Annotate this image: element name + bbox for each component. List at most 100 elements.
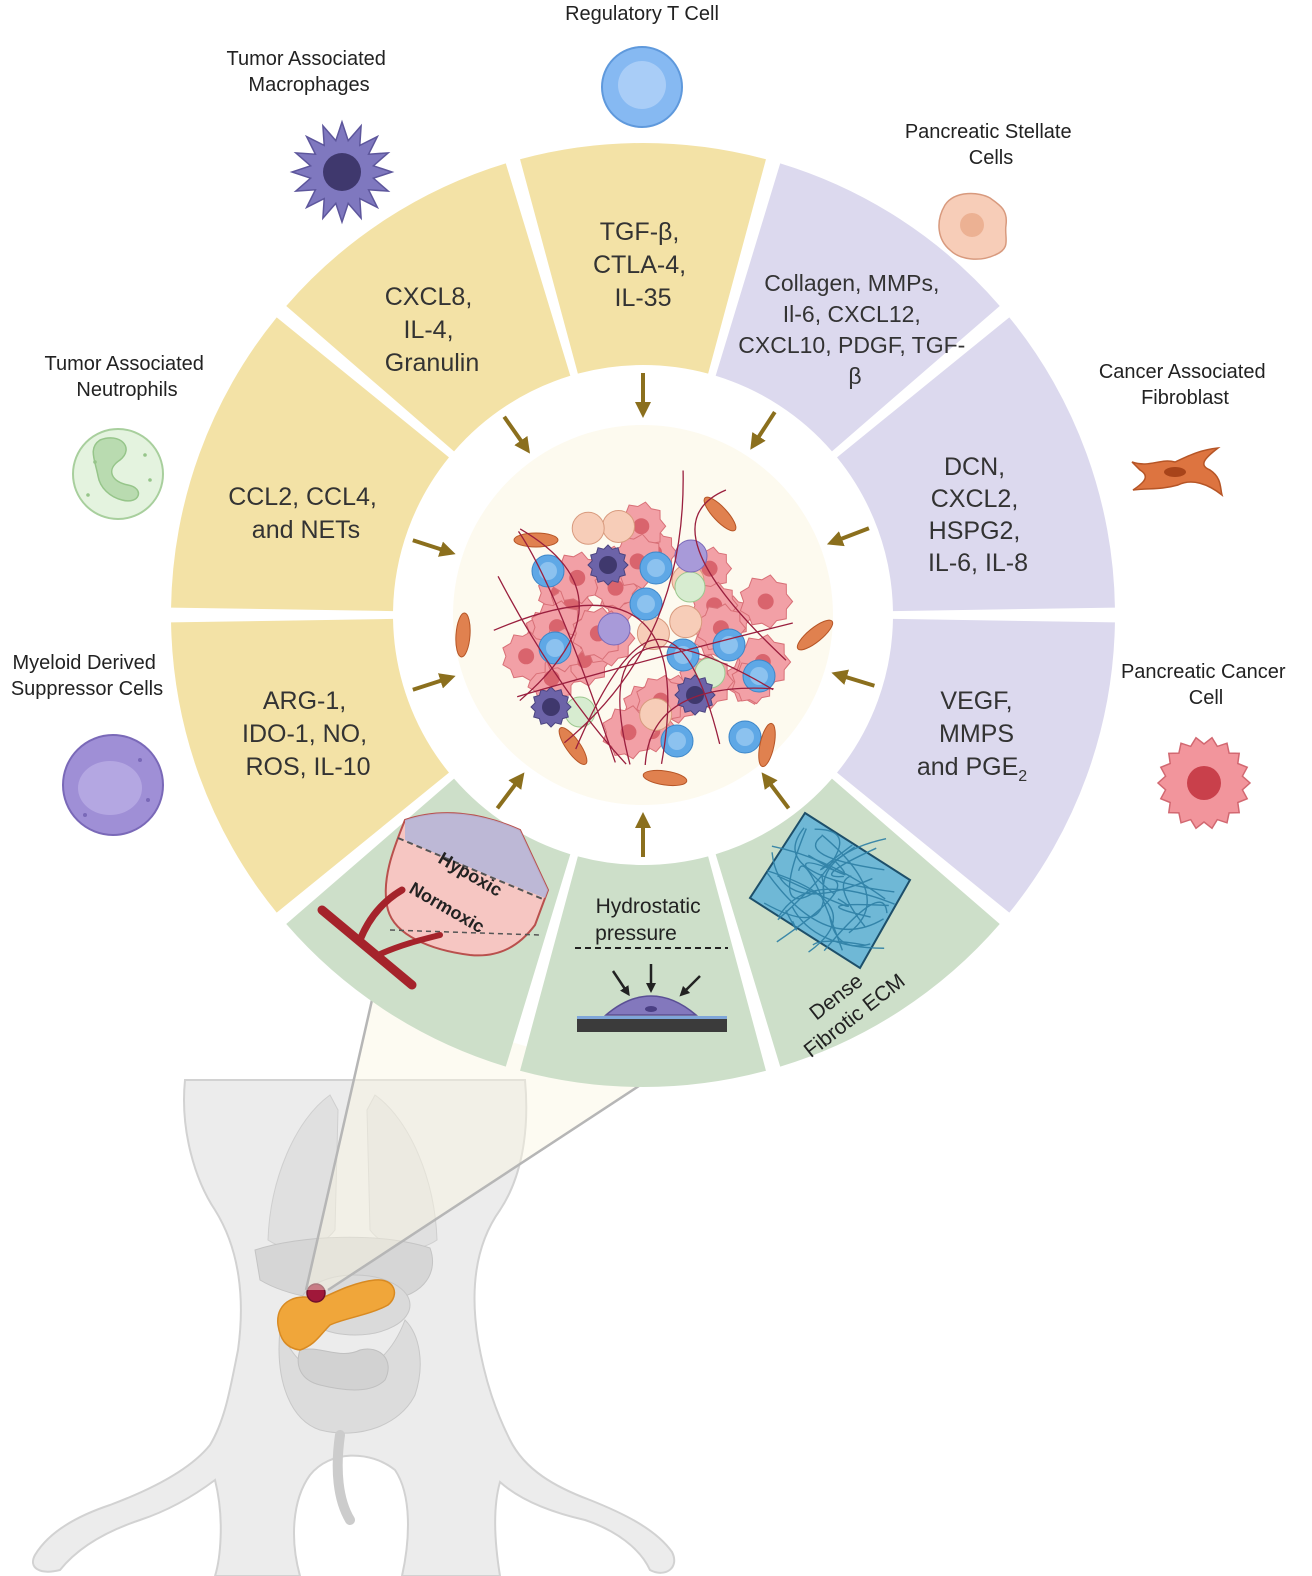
- inward-arrow: [831, 669, 876, 688]
- ecm-fiber: [812, 940, 866, 946]
- ecm-fiber: [842, 875, 866, 928]
- cluster-fibroblast: [455, 612, 471, 658]
- zoom-line-right: [327, 1080, 646, 1292]
- cluster-t-cell-nucleus: [668, 732, 686, 750]
- segment-treg: [520, 143, 766, 374]
- inward-arrow: [412, 673, 456, 692]
- cluster-t-cell-nucleus: [750, 667, 768, 685]
- cluster-nucleus: [757, 593, 774, 610]
- hydrostatic-label: Hydrostatic pressure: [595, 895, 706, 945]
- segment-tam-text: CXCL8, IL-4, Granulin: [385, 283, 480, 377]
- ecm-fiber: [777, 888, 895, 918]
- ecm-fiber: [838, 903, 889, 918]
- macrophage-nucleus: [323, 153, 361, 191]
- cluster-fibroblast: [796, 619, 834, 651]
- segment-tan-text: CCL2, CCL4, and NETs: [228, 483, 384, 544]
- cluster-macrophage-nucleus: [686, 686, 704, 704]
- ecm-fiber: [777, 875, 849, 908]
- segment-psc-text: Collagen, MMPs, Il-6, CXCL12, CXCL10, PD…: [738, 270, 971, 389]
- regulatory-t-cell-icon: [601, 46, 683, 128]
- segment-psc: [715, 163, 1000, 452]
- neutrophil-icon: [72, 428, 164, 520]
- ecm-fiber: [776, 879, 839, 943]
- hydrostatic-pressure-illustration: [575, 947, 728, 1032]
- segment-pcc: [837, 618, 1115, 913]
- stellate-cell-icon: [938, 192, 1008, 260]
- ecm-fiber: [822, 837, 887, 898]
- ecm-fiber: [766, 870, 835, 953]
- cluster-t-cell-nucleus: [539, 562, 557, 580]
- cluster-fiber: [644, 687, 774, 766]
- ecm-fiber: [785, 910, 798, 931]
- ecm-fiber: [766, 872, 884, 931]
- inward-arrow: [826, 526, 870, 547]
- cluster-nucleus: [633, 518, 650, 535]
- mdsc-icon: [62, 734, 164, 836]
- cluster-neutrophil: [674, 571, 706, 603]
- cluster-fiber: [519, 528, 580, 702]
- inward-arrow: [495, 772, 525, 810]
- cluster-nucleus: [607, 579, 624, 596]
- regulatory-t-cell-label: Regulatory T Cell: [565, 3, 719, 25]
- lungs: [267, 1094, 438, 1250]
- ecm-fiber: [814, 835, 885, 871]
- cluster-nucleus: [620, 724, 637, 741]
- neutrophil-label: Tumor Associated Neutrophils: [45, 353, 210, 401]
- cluster-stellate: [571, 511, 605, 545]
- ecm-fiber: [821, 834, 868, 934]
- ecm-fiber: [791, 906, 885, 949]
- cluster-stellate: [602, 509, 636, 543]
- ecm-fiber: [804, 862, 846, 895]
- ecm-fiber: [771, 852, 873, 895]
- cluster-fiber: [619, 646, 774, 765]
- cluster-mdsc: [597, 612, 631, 646]
- cluster-t-cell-nucleus: [647, 559, 665, 577]
- cluster-fiber: [493, 604, 669, 764]
- zoom-line-left: [304, 999, 374, 1291]
- cluster-fiber: [517, 530, 616, 763]
- cluster-fiber: [563, 470, 684, 744]
- cluster-fibroblast: [642, 769, 688, 787]
- inward-arrow: [502, 415, 531, 454]
- stellate-cell-label: Pancreatic Stellate Cells: [905, 121, 1077, 169]
- segment-treg-text: TGF-β, CTLA-4, IL-35: [593, 218, 693, 312]
- segment-caf-text: DCN, CXCL2, HSPG2, IL-6, IL-8: [928, 453, 1028, 577]
- hypoxia-panel-illustration: [317, 812, 550, 990]
- cluster-fibroblast: [513, 532, 559, 548]
- cluster-fibroblast: [703, 496, 737, 532]
- factor-ring: [171, 143, 1115, 1087]
- cluster-fiber: [497, 576, 627, 765]
- cluster-t-cell-nucleus: [546, 639, 564, 657]
- signal-arrows: [412, 373, 876, 857]
- cluster-t-cell-nucleus: [736, 728, 754, 746]
- cluster-fiber: [575, 638, 721, 750]
- segment-mdsc: [171, 618, 449, 913]
- ecm-fiber: [777, 828, 841, 921]
- cluster-macrophage-nucleus: [599, 556, 617, 574]
- cluster-nucleus: [569, 569, 586, 586]
- ecm-fiber: [771, 845, 886, 900]
- cluster-nucleus: [543, 670, 560, 687]
- segment-tam: [286, 163, 571, 452]
- cluster-fiber: [517, 622, 793, 698]
- inward-arrow: [761, 772, 791, 810]
- segment-tan: [171, 317, 449, 612]
- cluster-fiber: [694, 489, 787, 661]
- ecm-fiber: [797, 865, 844, 951]
- mdsc-label: Myeloid Derived Suppressor Cells: [11, 652, 163, 700]
- cluster-macrophage-nucleus: [542, 698, 560, 716]
- cluster-stellate: [639, 697, 673, 731]
- ecm-fiber: [788, 828, 817, 900]
- segment-mdsc-text: ARG-1, IDO-1, NO, ROS, IL-10: [242, 687, 374, 781]
- fibroblast-label: Cancer Associated Fibroblast: [1099, 361, 1271, 409]
- inward-arrow: [750, 410, 777, 450]
- ecm-fiber: [823, 901, 888, 952]
- inward-arrow: [412, 538, 456, 557]
- cluster-mdsc: [674, 539, 708, 573]
- segment-pcc-text: VEGF, MMPS and PGE2: [917, 687, 1027, 785]
- cancer-cell-icon: [1156, 736, 1252, 830]
- fibroblast-icon: [1131, 446, 1224, 498]
- ecm-mesh-illustration: [748, 811, 912, 970]
- segment-caf: [837, 317, 1115, 612]
- tumor-cell-cluster: [455, 470, 834, 787]
